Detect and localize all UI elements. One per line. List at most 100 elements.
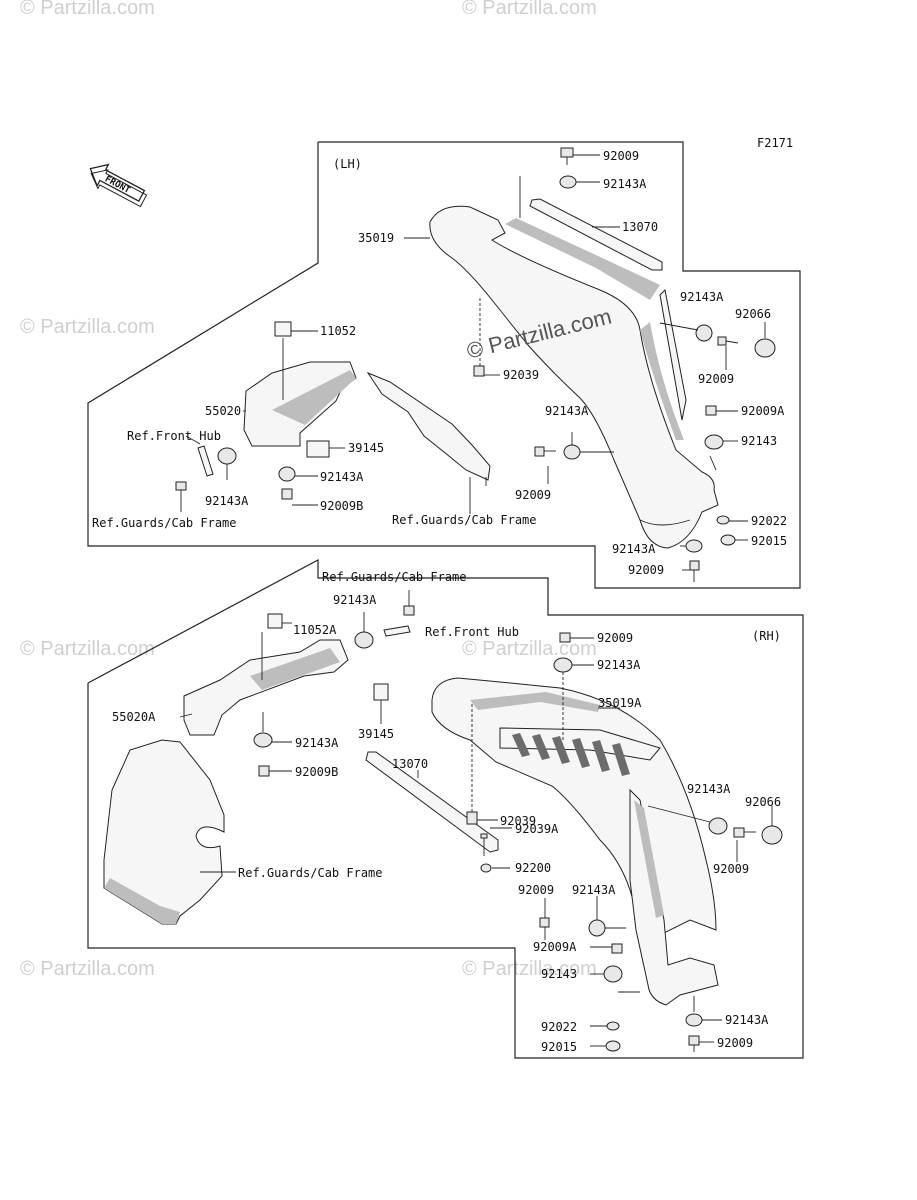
part-label: 39145 [358,727,394,741]
grommet-92143A-r-icon [647,805,728,835]
grommet-92143A-guard-icon [217,447,237,480]
rh-section: (RH) [87,558,804,1059]
part-label: 13070 [392,757,428,771]
part-label: 92066 [735,307,771,321]
grommet-92143A-mid-icon [563,432,614,460]
part-label: 92143A [603,177,647,191]
vent-grille [499,727,661,776]
part-label: 92022 [751,514,787,528]
part-label: Ref.Front Hub [425,625,519,639]
part-label: 92022 [541,1020,577,1034]
strip-side [659,288,687,421]
part-label: 11052A [293,623,337,637]
lh-side-label: (LH) [333,157,362,171]
part-label: 92143A [612,542,656,556]
part-label: 92200 [515,861,551,875]
grommet-92143A-low-rh-icon [685,996,722,1027]
screw-ref-guards-icon [175,481,187,512]
screw-92039-rh-icon [466,704,498,825]
grommet-92143A-left-icon [278,466,318,482]
part-label: 92143A [597,658,641,672]
lh-frame [87,141,801,589]
part-label: 55020 [205,404,241,418]
part-label: 92039 [500,814,536,828]
rh-frame [87,558,804,1059]
part-label: 92066 [745,795,781,809]
part-label: 92015 [541,1040,577,1054]
part-label: 92143A [320,470,364,484]
screw-92009-r1-icon [717,336,739,370]
part-label: 92009B [295,765,338,779]
bolt-92009-top-icon [560,147,600,165]
guard-55020A [183,639,349,736]
screw-92039-icon [473,298,500,377]
part-label: 35019A [598,696,642,710]
part-label: Ref.Guards/Cab Frame [322,570,467,584]
pin-ref-front-hub-icon [185,435,214,477]
part-label: Ref.Guards/Cab Frame [92,516,237,530]
cap-92066-icon [754,322,776,358]
watermark: © Partzilla.com [20,316,155,338]
grommet-92143A-low-icon [680,539,703,553]
part-label: 92009 [713,862,749,876]
part-label: 13070 [622,220,658,234]
screw-92009-r-icon [733,827,756,862]
fender-35019A [431,677,719,1006]
bolt-92039A-icon [480,827,512,856]
guard-55020 [243,361,357,447]
grommet-92143A-mid-rh-icon [588,896,626,937]
part-label: 39145 [348,441,384,455]
part-label: 92143A [295,736,339,750]
strip-13070-rh [365,751,499,853]
bracket-11052 [274,321,318,400]
part-label: 11052 [320,324,356,338]
diagram-code: F2171 [757,136,793,150]
washer-92022-rh-icon [590,1021,620,1031]
cap-92066-rh-icon [761,806,783,845]
part-label: 92009A [741,404,785,418]
part-label: 92039A [515,822,559,836]
shield-plate-rh [103,739,236,925]
grommet-92143A-b-icon [253,712,292,748]
rh-side-label: (RH) [752,629,781,643]
part-label: 92009 [603,149,639,163]
watermark: © Partzilla.com [20,0,155,19]
part-label: 92143 [541,967,577,981]
grommet-92143A-top-rh-icon [553,657,594,740]
screw-92009B-icon [281,488,318,506]
watermark: © Partzilla.com [462,0,597,19]
pin-ref-front-hub-rh-icon [383,625,411,637]
screw-92009A-rh-icon [590,943,623,954]
nut-92200-icon [480,863,510,873]
part-label: 92009 [518,883,554,897]
clip-39145-rh [373,683,389,701]
part-label: 92009 [515,488,551,502]
shield-plate-lh [366,371,491,486]
watermark-layer: © Partzilla.com © Partzilla.com © Partzi… [20,0,597,980]
screw-92009-low-rh-icon [688,1035,714,1052]
part-label: 55020A [112,710,156,724]
part-label: Ref.Guards/Cab Frame [392,513,537,527]
part-label: 92039 [503,368,539,382]
screw-92009A-icon [705,405,738,416]
fender-35019 [429,205,719,549]
part-label: 92009 [698,372,734,386]
part-label: 92143A [680,290,724,304]
screw-92009-mid-rh-icon [539,898,550,940]
grommet-92143A-a-icon [354,612,374,649]
screw-92009-low-icon [682,560,700,582]
part-label: 92143A [205,494,249,508]
grommet-92143A-r1-icon [659,322,713,342]
watermark: © Partzilla.com [20,638,155,660]
part-label: 92009 [628,563,664,577]
part-label: 92009 [717,1036,753,1050]
lh-section: (LH) [87,141,801,589]
watermark: © Partzilla.com [462,638,597,660]
part-label: 92015 [751,534,787,548]
screw-92009-mid-icon [534,446,556,484]
part-label: 92143A [333,593,377,607]
part-label: 92143A [725,1013,769,1027]
strip-13070 [519,176,663,271]
nut-92015-rh-icon [590,1040,621,1052]
